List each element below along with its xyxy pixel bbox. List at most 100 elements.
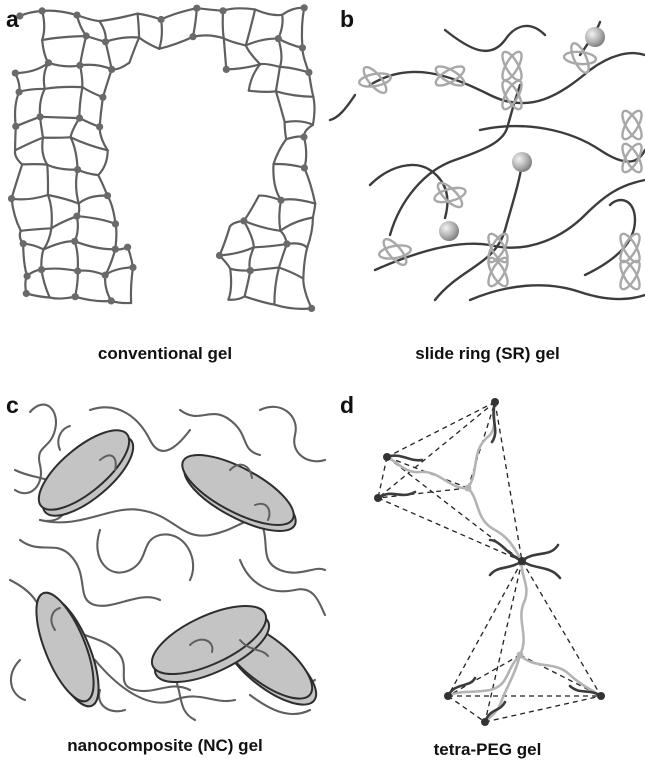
network-node bbox=[374, 494, 382, 502]
polymer-chain bbox=[100, 127, 108, 151]
crosslink-node bbox=[124, 244, 131, 251]
conventional-gel-network-illustration bbox=[0, 0, 330, 330]
polymer-chain bbox=[220, 247, 254, 255]
polymer-chain bbox=[278, 15, 282, 39]
polymer-chain bbox=[249, 64, 260, 91]
crosslink-node bbox=[38, 266, 45, 273]
crosslink-node bbox=[219, 7, 226, 14]
polymer-chain bbox=[302, 8, 304, 48]
crosslink-node bbox=[102, 272, 109, 279]
slide-ring-gel-illustration bbox=[330, 0, 645, 330]
polymer-chain bbox=[139, 38, 159, 49]
polymer-chain bbox=[42, 36, 86, 40]
caption-tetra-peg-gel: tetra-PEG gel bbox=[330, 740, 645, 760]
crosslink-node bbox=[72, 293, 79, 300]
polymer-chain bbox=[105, 275, 111, 301]
polymer-chain bbox=[42, 269, 78, 271]
polymer-chain bbox=[48, 195, 79, 204]
polymer-chain bbox=[78, 271, 106, 276]
polymer-chain bbox=[193, 35, 224, 38]
polymer-chain bbox=[106, 37, 140, 42]
polymer-chain bbox=[278, 39, 281, 67]
polymer-chain bbox=[79, 87, 82, 118]
network-node bbox=[383, 453, 391, 461]
polymer-chain bbox=[19, 89, 45, 92]
polymer-chain bbox=[80, 65, 112, 70]
cyclodextrin-ring bbox=[434, 179, 465, 210]
polymer-chain bbox=[129, 38, 139, 63]
polymer-chain bbox=[159, 20, 162, 49]
polymer-chain bbox=[98, 150, 108, 175]
cyclodextrin-ring bbox=[380, 236, 410, 268]
panel-tetra-peg-gel: d bbox=[330, 390, 645, 770]
crosslink-node bbox=[283, 240, 290, 247]
polymer-chain bbox=[304, 137, 306, 168]
caption-conventional-gel: conventional gel bbox=[0, 344, 330, 364]
crosslink-node bbox=[74, 267, 81, 274]
polymer-chain bbox=[47, 165, 77, 170]
polymer-chain bbox=[228, 296, 244, 299]
crosslink-node bbox=[71, 238, 78, 245]
polymer-chain bbox=[313, 204, 315, 218]
polymer-chain bbox=[279, 200, 281, 231]
polymer-chain bbox=[75, 216, 78, 241]
polymer-chain bbox=[245, 271, 251, 297]
crosslink-node bbox=[275, 35, 282, 42]
crosslink-node bbox=[108, 297, 115, 304]
panel-slide-ring-gel: b slide ring (SR) gel bbox=[330, 0, 645, 375]
polymer-chain bbox=[51, 216, 77, 228]
crosslink-node bbox=[216, 252, 223, 259]
polymer-chain bbox=[224, 38, 227, 69]
polymer-chain bbox=[307, 218, 313, 248]
polymer-chain bbox=[40, 89, 45, 117]
polymer-chain bbox=[75, 241, 116, 249]
polymer-chain bbox=[15, 92, 19, 126]
polymer-chain bbox=[71, 137, 78, 169]
crosslink-node bbox=[8, 195, 15, 202]
polymer-chain bbox=[279, 244, 287, 268]
polymer-chain bbox=[274, 139, 287, 164]
tetra-peg-center bbox=[465, 485, 472, 492]
polymer-chain bbox=[281, 199, 315, 203]
polymer-chain bbox=[223, 11, 224, 39]
crosslink-node bbox=[12, 70, 19, 77]
panel-nanocomposite-gel: c bbox=[0, 390, 330, 770]
polymer-chain bbox=[15, 150, 22, 164]
panel-conventional-gel: a conventional gel bbox=[0, 0, 330, 375]
polymer-chain bbox=[302, 48, 309, 73]
polymer-chain bbox=[42, 138, 47, 165]
polymer-chain bbox=[285, 121, 313, 125]
crosslink-node bbox=[189, 33, 196, 40]
crosslink-node bbox=[99, 94, 106, 101]
caption-nanocomposite-gel: nanocomposite (NC) gel bbox=[0, 736, 330, 756]
polymer-chain bbox=[280, 218, 313, 231]
polymer-chain bbox=[12, 164, 23, 198]
crosslink-node bbox=[96, 123, 103, 130]
polymer-chain bbox=[49, 63, 80, 67]
polymer-chain bbox=[79, 196, 108, 204]
polymer-chain bbox=[279, 268, 303, 279]
polymer-chain bbox=[50, 297, 75, 299]
crosslink-node bbox=[305, 69, 312, 76]
polymer-chain bbox=[280, 67, 309, 73]
nanocomposite-gel-illustration bbox=[0, 390, 330, 730]
polymer-chain bbox=[274, 305, 311, 309]
polymer-chain bbox=[220, 227, 230, 256]
polymer-chain bbox=[108, 196, 116, 224]
polymer-chain bbox=[45, 87, 83, 89]
polymer-chain bbox=[285, 122, 287, 139]
polymer-chain bbox=[40, 117, 79, 118]
polymer-chain bbox=[278, 39, 302, 48]
cyclodextrin-ring bbox=[568, 41, 592, 75]
polymer-chain bbox=[106, 42, 112, 70]
crosslink-node bbox=[76, 115, 83, 122]
crosslink-node bbox=[102, 38, 109, 45]
polymer-chain bbox=[254, 244, 287, 247]
polymer-chain bbox=[276, 91, 285, 122]
polymer-chain bbox=[15, 138, 43, 151]
polymer-chain bbox=[313, 97, 315, 125]
polymer-chain bbox=[273, 164, 281, 200]
polymer-chain bbox=[22, 164, 47, 165]
polymer-chain bbox=[309, 72, 313, 96]
polymer-chain bbox=[75, 271, 78, 297]
